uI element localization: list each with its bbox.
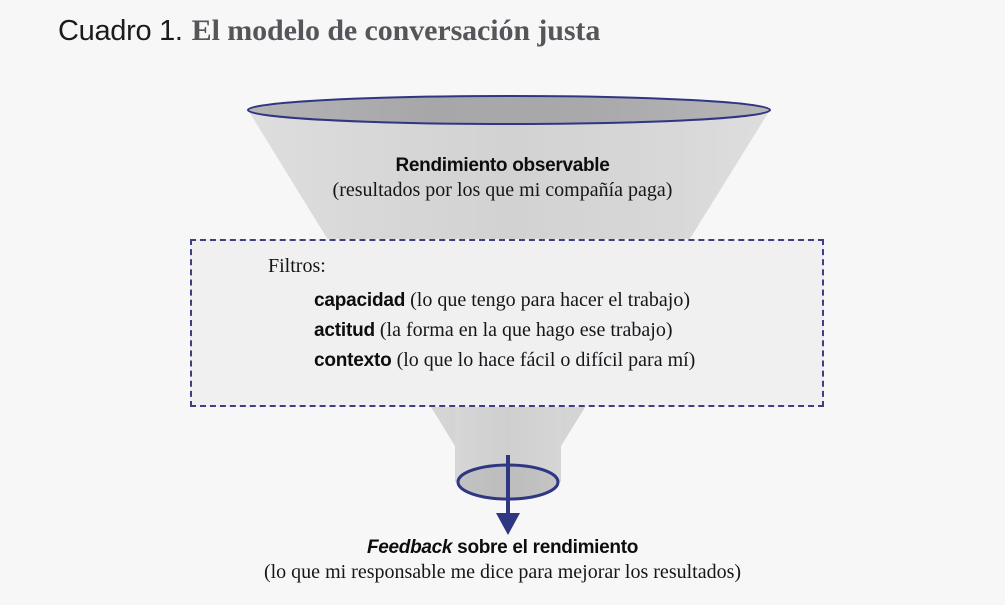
filter-item-contexto: contexto (lo que lo hace fácil o difícil… [314, 346, 695, 375]
filter-item-actitud: actitud (la forma en la que hago ese tra… [314, 316, 695, 345]
feedback-title-rest: sobre el rendimiento [452, 537, 639, 558]
filter-desc-contexto: (lo que lo hace fácil o difícil para mí) [391, 349, 696, 371]
title-main: El modelo de conversación justa [191, 14, 601, 47]
filter-desc-actitud: (la forma en la que hago ese trabajo) [374, 319, 673, 341]
filters-heading: Filtros: [268, 255, 326, 277]
filter-name-actitud: actitud [314, 320, 375, 341]
filters-list: capacidad (lo que tengo para hacer el tr… [314, 286, 695, 376]
funnel-top-rim-ellipse [247, 95, 771, 125]
filter-name-contexto: contexto [314, 350, 392, 371]
filter-item-capacidad: capacidad (lo que tengo para hacer el tr… [314, 286, 695, 315]
feedback-title: Feedback sobre el rendimiento [0, 537, 1005, 559]
feedback-caption: Feedback sobre el rendimiento (lo que mi… [0, 537, 1005, 584]
feedback-title-italic: Feedback [366, 537, 453, 558]
feedback-subtitle: (lo que mi responsable me dice para mejo… [263, 561, 742, 583]
filters-box: Filtros: capacidad (lo que tengo para ha… [190, 239, 824, 407]
page-title: Cuadro 1. El modelo de conversación just… [58, 14, 600, 48]
filter-name-capacidad: capacidad [314, 290, 406, 311]
title-prefix: Cuadro 1. [58, 15, 183, 47]
filter-desc-capacidad: (lo que tengo para hacer el trabajo) [405, 289, 690, 311]
flow-arrow-icon [496, 455, 520, 535]
